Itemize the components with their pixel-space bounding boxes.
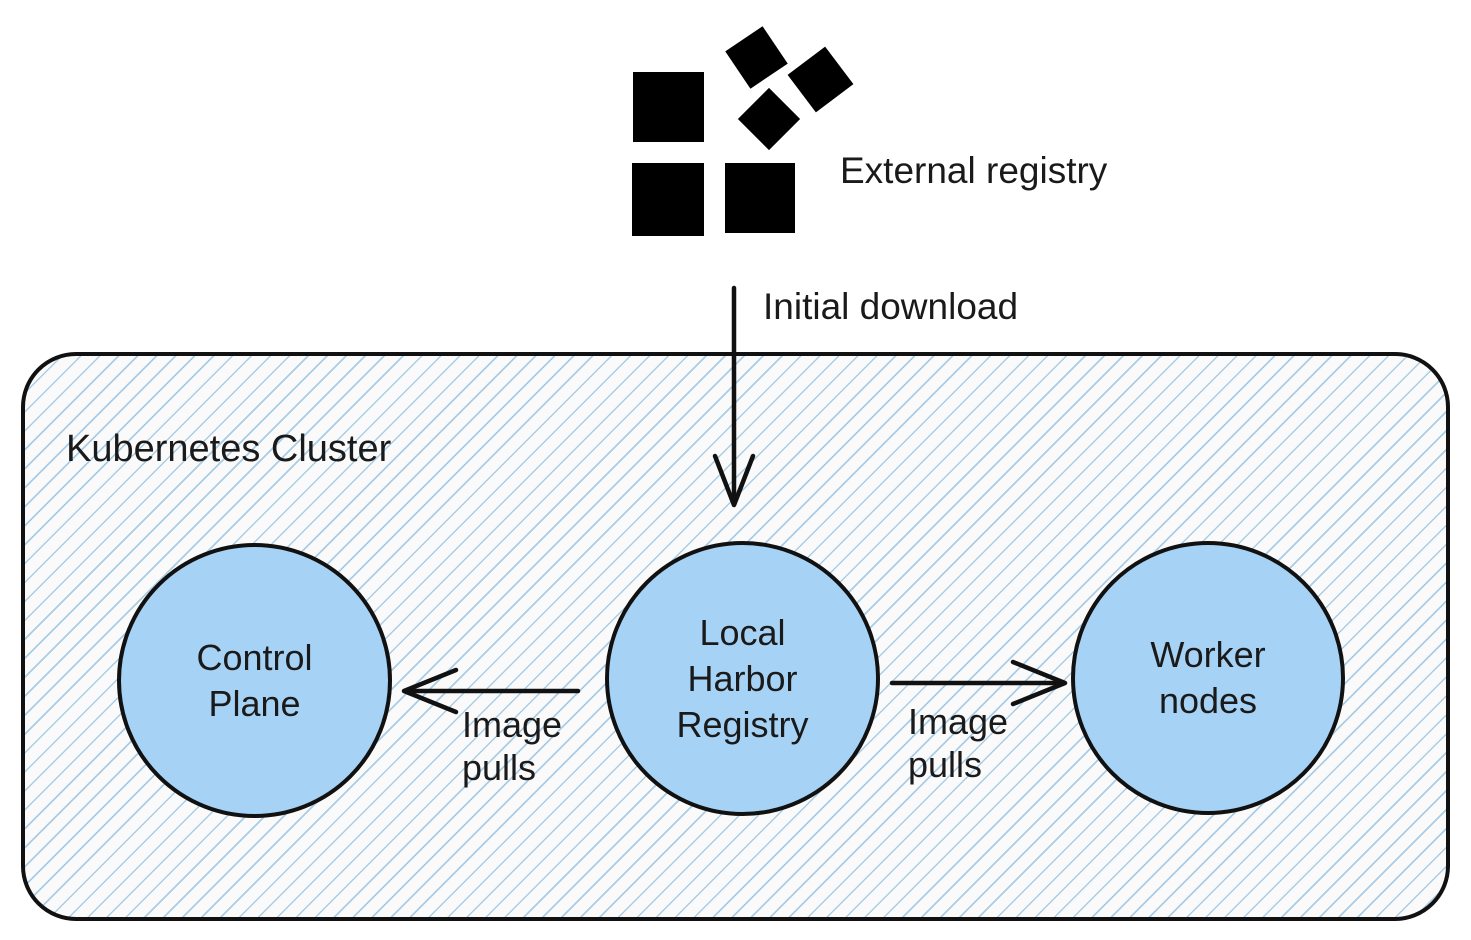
worker-nodes-node: Worker nodes xyxy=(1071,541,1345,815)
external-registry-icon xyxy=(620,20,865,240)
registry-box-tilted-icon xyxy=(725,26,788,89)
control-plane-node: Control Plane xyxy=(117,543,392,818)
kubernetes-cluster-label: Kubernetes Cluster xyxy=(66,428,392,470)
external-registry-label: External registry xyxy=(840,150,1108,191)
image-pulls-right-line: Image xyxy=(908,701,1009,742)
control-plane-label-line: Control xyxy=(196,636,313,678)
initial-download-label: Initial download xyxy=(763,286,1019,327)
registry-box-tilted-icon xyxy=(737,87,801,151)
registry-box-icon xyxy=(632,163,704,236)
worker-label-line: nodes xyxy=(1158,680,1258,721)
harbor-label-line: Registry xyxy=(676,703,809,745)
image-pulls-left-line: pulls xyxy=(462,747,537,788)
harbor-label-line: Local xyxy=(699,611,786,653)
worker-label-line: Worker xyxy=(1150,634,1266,675)
harbor-label-line: Harbor xyxy=(687,657,798,699)
registry-box-tilted-icon xyxy=(787,46,854,113)
registry-box-icon xyxy=(633,72,704,142)
image-pulls-left-line: Image xyxy=(462,704,563,745)
local-harbor-registry-node: Local Harbor Registry xyxy=(605,541,880,816)
registry-box-icon xyxy=(725,163,795,233)
control-plane-label-line: Plane xyxy=(208,682,301,724)
image-pulls-right-line: pulls xyxy=(908,744,983,785)
